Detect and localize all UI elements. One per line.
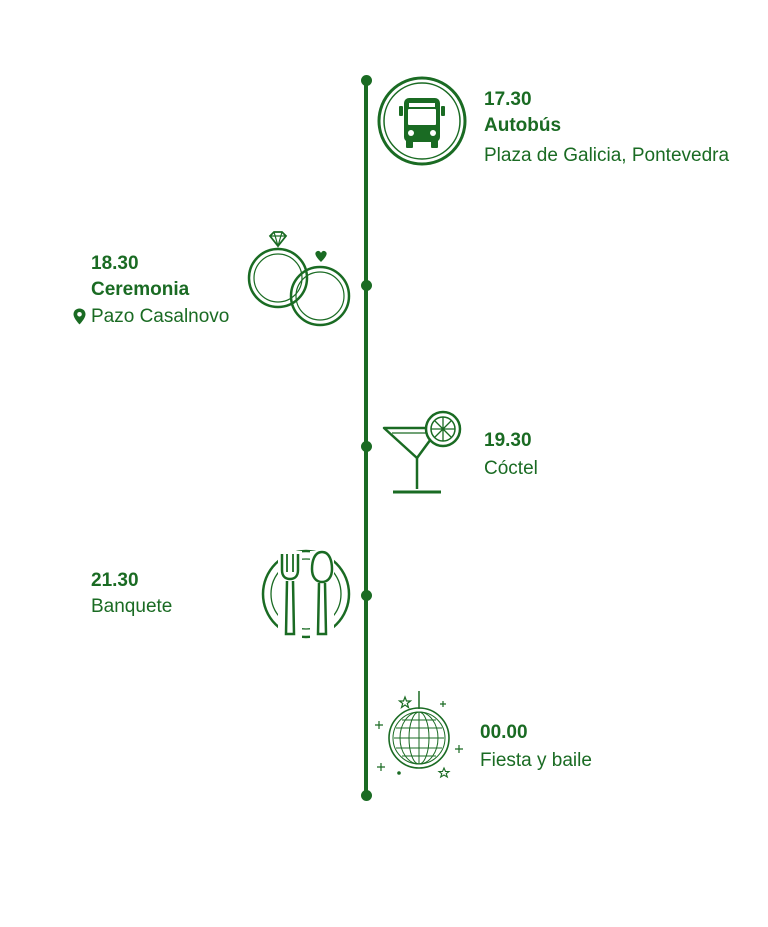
timeline-dot-start: [360, 75, 372, 86]
event-place-row: Pazo Casalnovo: [73, 304, 229, 333]
event-coctel-info: 19.30 Cóctel: [484, 428, 538, 482]
event-time: 21.30: [91, 570, 139, 591]
wedding-rings-icon: [244, 228, 356, 332]
plate-cutlery-icon: [258, 545, 354, 641]
event-title: Ceremonia: [91, 279, 190, 300]
event-bus-info: 17.30 Autobús Plaza de Galicia, Ponteved…: [484, 87, 729, 169]
event-time: 17.30: [484, 89, 532, 110]
event-title: Autobús: [484, 115, 562, 136]
event-time: 18.30: [91, 253, 139, 274]
event-place: Pazo Casalnovo: [91, 306, 230, 327]
event-time: 00.00: [480, 722, 528, 743]
event-title: Fiesta y baile: [480, 750, 592, 771]
cocktail-icon: [381, 406, 466, 496]
event-ceremonia-info: 18.30 Ceremonia: [91, 251, 189, 303]
event-title: Cóctel: [484, 458, 538, 479]
timeline-dot-end: [360, 790, 372, 801]
location-pin-icon: [73, 307, 86, 333]
event-title: Banquete: [91, 596, 173, 617]
event-fiesta-info: 00.00 Fiesta y baile: [480, 720, 592, 774]
disco-ball-icon: [371, 689, 467, 779]
event-banquete-info: 21.30 Banquete: [91, 568, 172, 620]
timeline-dot-coctel: [360, 441, 372, 452]
timeline-dot-banquete: [360, 590, 372, 601]
timeline-dot-ceremonia: [360, 280, 372, 291]
timeline-line: [364, 80, 368, 796]
event-place: Plaza de Galicia, Pontevedra: [484, 145, 730, 166]
event-time: 19.30: [484, 430, 532, 451]
bus-icon: [377, 76, 467, 166]
